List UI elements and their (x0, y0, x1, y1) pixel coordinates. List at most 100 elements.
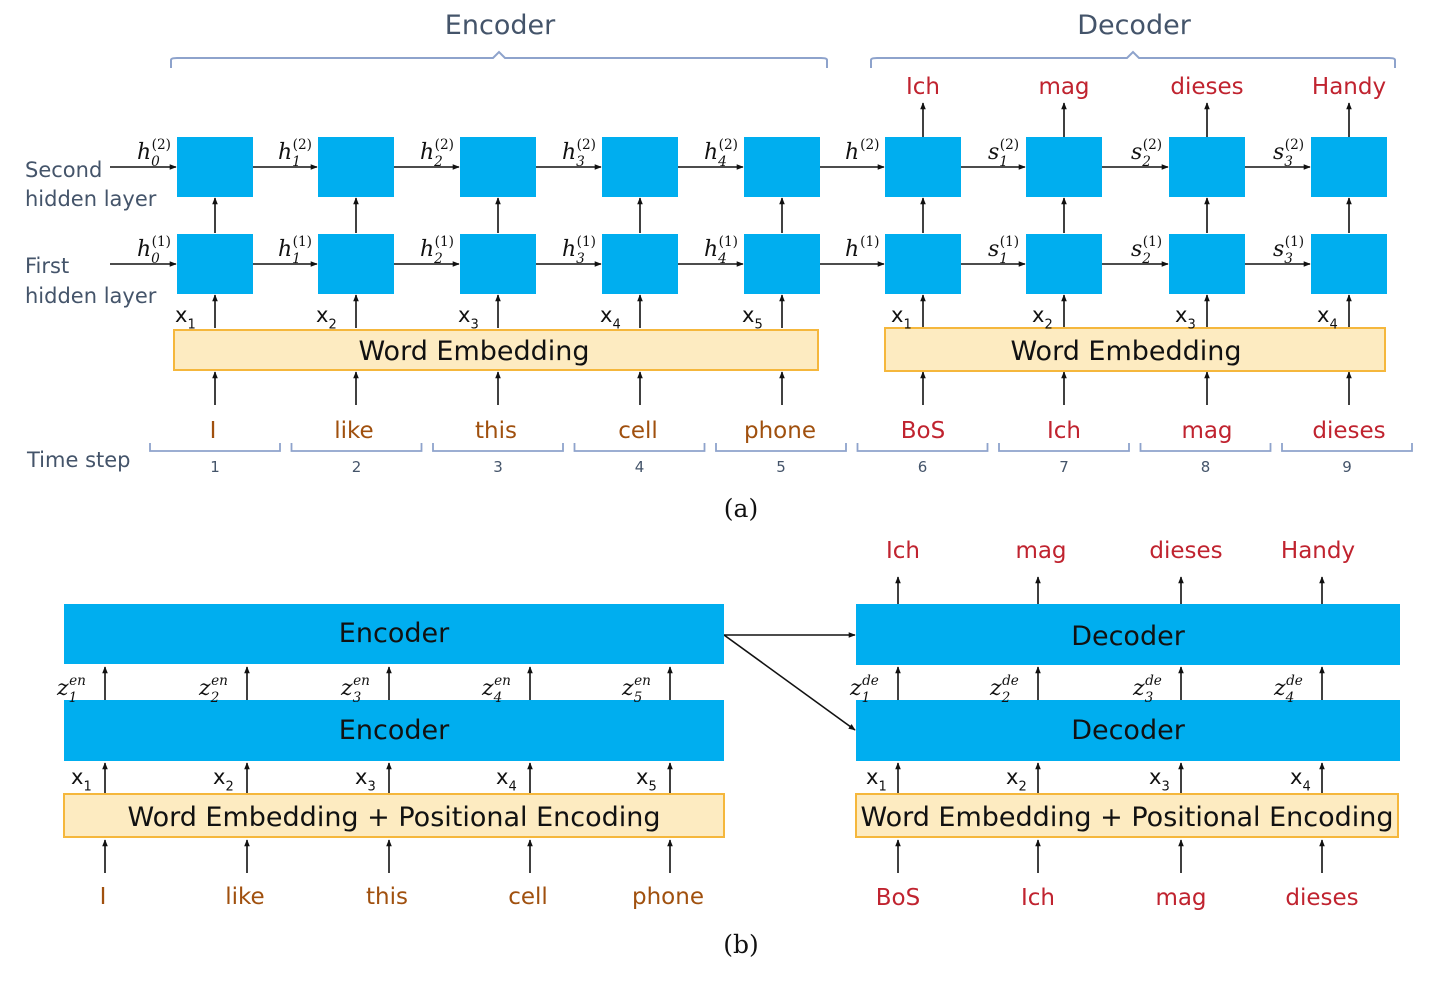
encoder-input-token-b-3: this (366, 884, 408, 910)
encoder-input-token-1: I (210, 418, 217, 444)
encoder-x-label-b-5: x5 (636, 765, 657, 795)
decoder-x-label-b-4: x4 (1290, 765, 1311, 795)
decoder-input-token-4: dieses (1312, 418, 1385, 444)
decoder-state-label-layer1-3: s3(1) (1273, 234, 1304, 267)
time-step-number-8: 8 (1201, 458, 1211, 476)
decoder-input-token-b-4: dieses (1285, 885, 1358, 911)
encoder-cell-layer1-2 (318, 234, 394, 294)
decoder-z-label-4: z4de (1273, 673, 1303, 706)
encoder-input-token-3: this (475, 418, 517, 444)
encoder-positional-embedding-bar (63, 793, 725, 838)
decoder-output-token-b-1: Ich (886, 538, 920, 564)
time-step-bracket-6 (856, 443, 989, 452)
encoder-input-token-b-4: cell (508, 884, 548, 910)
decoder-input-token-3: mag (1181, 418, 1232, 444)
encoder-cell-layer1-1 (177, 234, 253, 294)
encoder-input-token-b-5: phone (632, 884, 704, 910)
encoder-z-label-3: z3en (340, 673, 370, 706)
decoder-z-label-3: z3de (1132, 673, 1162, 706)
time-step-number-6: 6 (918, 458, 928, 476)
context-label-layer2: h(2) (845, 137, 879, 165)
encoder-z-label-5: z5en (621, 673, 651, 706)
time-step-number-3: 3 (493, 458, 503, 476)
shape-layer (63, 137, 1400, 838)
encoder-cell-layer2-1 (177, 137, 253, 197)
decoder-output-token-b-2: mag (1015, 538, 1066, 564)
decoder-input-vector-label-2: x2 (1032, 303, 1053, 333)
decoder-cell-layer1-3 (1169, 234, 1245, 294)
decoder-state-label-layer2-1: s1(2) (988, 137, 1019, 170)
encoder-positional-embedding-label: Word Embedding + Positional Encoding (127, 802, 660, 833)
context-label-layer1: h(1) (845, 234, 879, 262)
decoder-input-vector-label-4: x4 (1317, 303, 1338, 333)
encoder-cell-layer2-4 (602, 137, 678, 197)
decoder-word-embedding-bar (884, 327, 1386, 372)
encoder-input-token-b-2: like (225, 884, 264, 910)
transformer-encoder-block-bottom (64, 700, 724, 761)
time-step-number-4: 4 (635, 458, 645, 476)
time-step-number-2: 2 (352, 458, 362, 476)
time-step-bracket-5 (715, 443, 847, 452)
encoder-cell-layer2-5 (744, 137, 820, 197)
second-hidden-layer-label-line2: hidden layer (25, 187, 157, 211)
decoder-input-token-b-1: BoS (876, 885, 920, 911)
decoder-cell-layer2-3 (1169, 137, 1245, 197)
encoder-z-label-4: z4en (481, 673, 511, 706)
text-layer: h0(2)h0(1)h1(2)h1(1)h2(2)h2(1)h3(2)h3(1)… (56, 74, 1394, 911)
decoder-cell-layer1-4 (1311, 234, 1387, 294)
decoder-input-token-b-3: mag (1155, 885, 1206, 911)
decoder-input-token-2: Ich (1047, 418, 1081, 444)
decoder-brace (870, 50, 1396, 68)
decoder-output-token-2: mag (1038, 74, 1089, 100)
decoder-cell-layer1-2 (1026, 234, 1102, 294)
decoder-output-token-b-3: dieses (1149, 538, 1222, 564)
decoder-input-vector-label-1: x1 (891, 303, 912, 333)
encoder-cell-layer1-4 (602, 234, 678, 294)
decoder-cell-layer1-1 (885, 234, 961, 294)
decoder-positional-embedding-bar (855, 793, 1399, 838)
decoder-z-label-1: z1de (849, 673, 879, 706)
decoder-input-token-b-2: Ich (1021, 885, 1055, 911)
decoder-word-embedding-label: Word Embedding (1010, 336, 1241, 367)
encoder-word-embedding-label: Word Embedding (358, 336, 589, 367)
hidden-state-label-layer1-1: h1(1) (278, 234, 312, 267)
encoder-input-token-b-1: I (100, 884, 107, 910)
decoder-output-token-1: Ich (906, 74, 940, 100)
encoder-input-vector-label-3: x3 (458, 303, 479, 333)
decoder-input-token-1: BoS (901, 418, 945, 444)
encoder-cell-layer2-2 (318, 137, 394, 197)
encoder-cell-layer1-5 (744, 234, 820, 294)
encoder-title: Encoder (445, 10, 556, 41)
transformer-decoder-top-label: Decoder (1071, 621, 1186, 652)
hidden-state-label-layer1-3: h3(1) (562, 234, 596, 267)
encoder-to-decoder-bottom-arrow (723, 634, 856, 731)
time-step-bracket-7 (998, 443, 1130, 452)
hidden-state-label-layer1-0: h0(1) (137, 234, 171, 267)
transformer-encoder-bottom-label: Encoder (339, 715, 450, 746)
time-step-bracket-3 (432, 443, 564, 452)
time-step-number-5: 5 (776, 458, 786, 476)
encoder-input-vector-label-2: x2 (316, 303, 337, 333)
time-step-number-9: 9 (1342, 458, 1352, 476)
decoder-state-label-layer2-3: s3(2) (1273, 137, 1304, 170)
decoder-title: Decoder (1077, 10, 1192, 41)
hidden-state-label-layer1-2: h2(1) (420, 234, 454, 267)
decoder-state-label-layer1-1: s1(1) (988, 234, 1019, 267)
encoder-z-label-2: z2en (198, 673, 228, 706)
first-hidden-layer-label-line1: First (25, 254, 69, 278)
encoder-cell-layer1-3 (460, 234, 536, 294)
transformer-decoder-block-top (856, 604, 1400, 665)
decoder-output-token-3: dieses (1170, 74, 1243, 100)
encoder-input-vector-label-4: x4 (600, 303, 621, 333)
decoder-input-vector-label-3: x3 (1175, 303, 1196, 333)
decoder-cell-layer2-1 (885, 137, 961, 197)
encoder-z-label-1: z1en (56, 673, 86, 706)
decoder-cell-layer2-2 (1026, 137, 1102, 197)
decoder-output-token-b-4: Handy (1281, 538, 1355, 564)
encoder-word-embedding-bar (173, 329, 819, 371)
hidden-state-label-layer1-4: h4(1) (704, 234, 738, 267)
time-step-label: Time step (26, 448, 131, 472)
encoder-input-vector-label-1: x1 (175, 303, 196, 333)
time-step-number-7: 7 (1059, 458, 1069, 476)
decoder-output-token-4: Handy (1312, 74, 1386, 100)
